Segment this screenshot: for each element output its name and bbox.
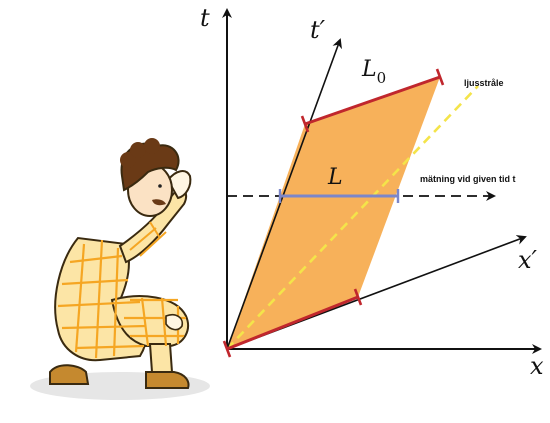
rod-L0-tick-end <box>435 68 445 86</box>
observer-hand <box>166 170 192 200</box>
observer-front-shoe <box>145 371 190 389</box>
observer-mustache <box>152 199 166 206</box>
observer-eye <box>158 184 162 188</box>
observer-shin <box>148 343 174 373</box>
x-axis-label: x <box>530 352 544 380</box>
t-axis-label: t <box>200 4 210 32</box>
arm-plaid-pattern <box>129 221 167 257</box>
measurement-label: mätning vid given tid t <box>420 174 516 184</box>
x-prime-axis-label: x′ <box>518 246 538 274</box>
light-ray-label: ljusstråle <box>464 78 504 88</box>
observer-front-leg <box>110 295 189 347</box>
observer-lower-hand <box>165 313 184 331</box>
rod-lower-segment <box>226 295 359 351</box>
suit-plaid-pattern <box>57 239 186 359</box>
L-label: L <box>327 165 343 190</box>
t-prime-axis-label: t′ <box>310 16 326 44</box>
rod-lower-tick-start <box>222 340 232 358</box>
rod-L0-tick-start <box>300 115 310 133</box>
observer-back-shoe <box>49 364 90 385</box>
light-ray-line <box>226 85 479 350</box>
observer-illustration <box>30 138 210 400</box>
rod-lower-tick-end <box>353 288 363 306</box>
L0-label: L0 <box>361 57 386 87</box>
rod-worldsheet-region <box>227 77 440 349</box>
rod-L0-segment <box>304 75 441 126</box>
